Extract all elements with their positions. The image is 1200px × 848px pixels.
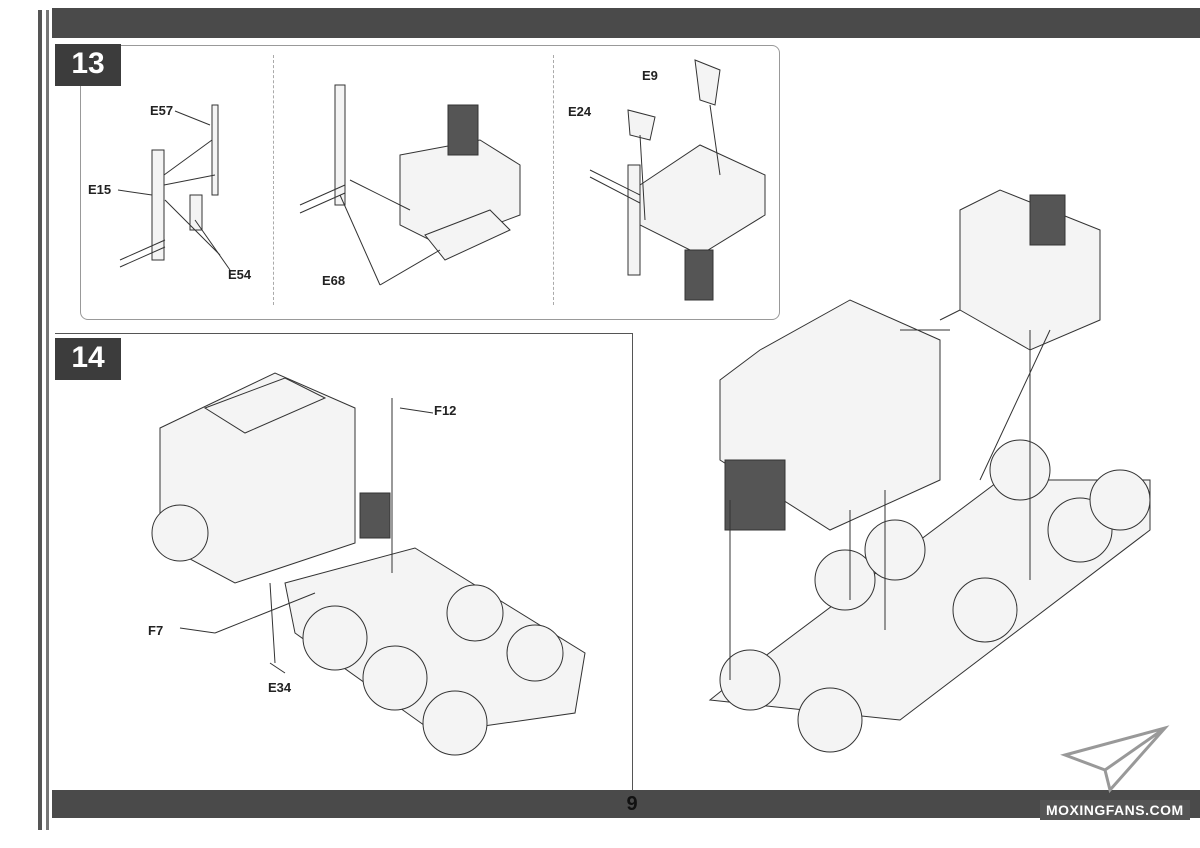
part-label-e68: E68 [322,273,346,288]
panel-divider [273,55,274,305]
header-bar [52,8,1200,38]
part-label-f7: F7 [148,623,164,638]
step-14-number: 14 [55,338,121,380]
page-number: 9 [626,793,638,815]
watermark: MOXINGFANS.COM [1040,800,1190,820]
leader-lines [117,110,231,271]
step-13-panel [80,45,780,320]
footer-bar [52,790,1200,818]
part-label-e24: E24 [568,104,592,119]
cab-rear-module-drawing [299,84,521,286]
part-label-e54: E54 [228,267,252,282]
leader-lines [179,407,434,674]
part-label-e9: E9 [642,68,658,83]
step-14-panel [55,333,633,791]
panel-divider [553,55,554,305]
part-label-e34: E34 [268,680,292,695]
page-edge [46,10,49,830]
paper-plane-logo-icon [1060,725,1170,794]
part-label-e15: E15 [88,182,112,197]
page-edge [38,10,42,830]
step-13-number: 13 [55,44,121,86]
step-13-illustrations [117,59,766,301]
exploded-truck-illustration [708,189,1151,753]
cab-assembly-drawing [589,59,766,301]
step-14-illustration [151,372,586,756]
part-label-f12: F12 [434,403,457,418]
exhaust-stack-drawing [119,104,221,268]
part-label-e57: E57 [150,103,174,118]
truck-drawing [151,372,586,756]
